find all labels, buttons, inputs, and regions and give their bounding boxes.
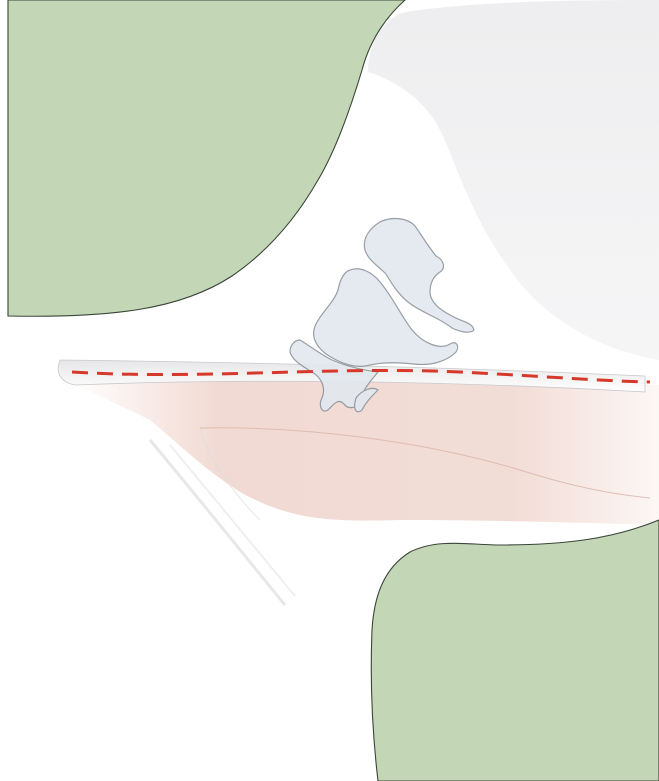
- mask-region-lower-right: [371, 520, 659, 781]
